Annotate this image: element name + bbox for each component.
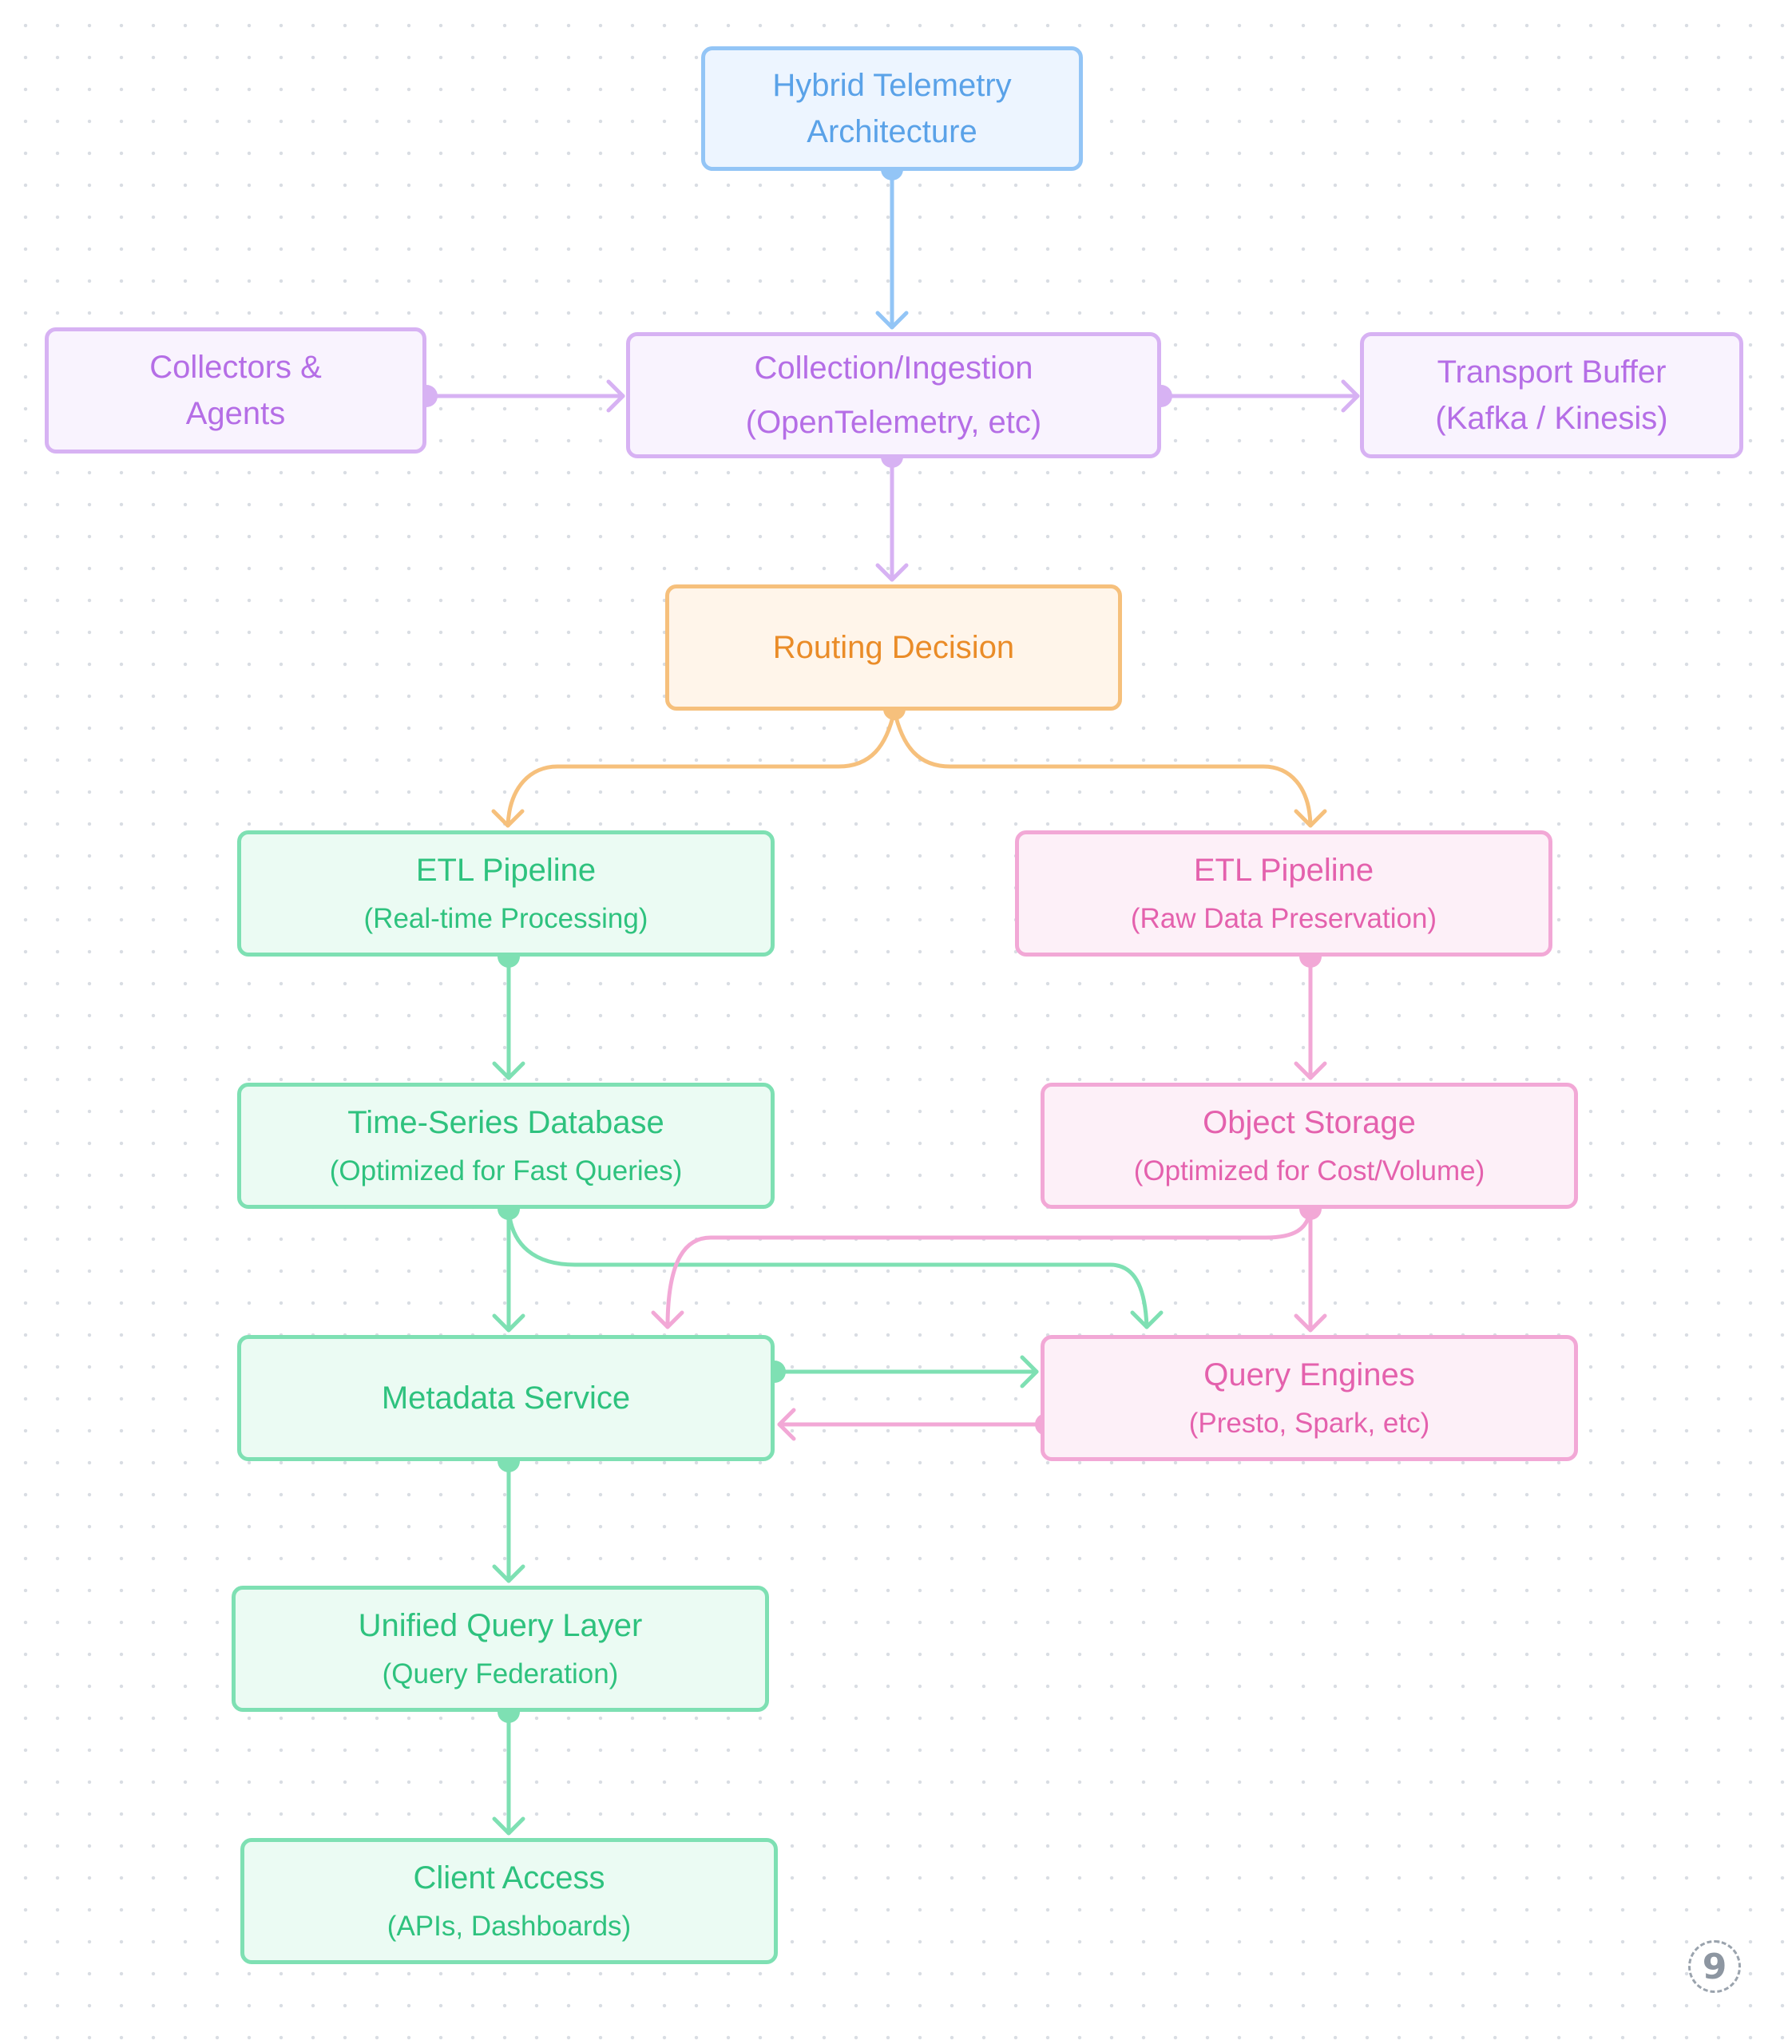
edge-metadata-to-unified [492,1459,525,1583]
node-collectors-agents[interactable]: Collectors & Agents [45,327,426,454]
node-subtitle: Architecture [807,114,977,149]
node-etl-pipeline-raw[interactable]: ETL Pipeline (Raw Data Preservation) [1015,830,1552,957]
edge-object-storage-to-query-engines [1294,1206,1327,1333]
node-title: Collectors & [149,350,322,385]
edge-collectors-to-ingestion [424,379,625,413]
node-title: ETL Pipeline [415,853,597,888]
edge-ingestion-to-routing [875,456,909,582]
edge-metadata-to-query-engines [772,1355,1039,1388]
node-unified-query-layer[interactable]: Unified Query Layer (Query Federation) [232,1586,769,1712]
node-subtitle: (Query Federation) [382,1658,619,1689]
node-subtitle: (APIs, Dashboards) [387,1911,632,1942]
node-etl-pipeline-realtime[interactable]: ETL Pipeline (Real-time Processing) [237,830,775,957]
edge-query-engines-to-metadata [777,1408,1049,1441]
node-subtitle: Agents [185,396,286,431]
node-subtitle: (Kafka / Kinesis) [1435,401,1668,436]
node-subtitle: (Optimized for Fast Queries) [329,1155,683,1186]
node-time-series-database[interactable]: Time-Series Database (Optimized for Fast… [237,1083,775,1209]
node-title: Object Storage [1203,1105,1416,1140]
node-subtitle: (Raw Data Preservation) [1130,903,1437,934]
edge-object-storage-to-metadata [651,1206,1313,1329]
node-title: Query Engines [1203,1357,1415,1392]
node-hybrid-telemetry-architecture[interactable]: Hybrid Telemetry Architecture [701,46,1083,171]
node-title: Unified Query Layer [358,1608,643,1643]
edge-routing-to-etl-realtime [491,708,897,828]
node-subtitle: (Optimized for Cost/Volume) [1133,1155,1485,1186]
edge-unified-to-client [492,1709,525,1836]
node-metadata-service[interactable]: Metadata Service [237,1335,775,1461]
node-subtitle: (Presto, Spark, etc) [1188,1408,1430,1439]
page-number-badge: 9 [1688,1940,1741,1993]
node-transport-buffer[interactable]: Transport Buffer (Kafka / Kinesis) [1360,332,1743,458]
node-object-storage[interactable]: Object Storage (Optimized for Cost/Volum… [1041,1083,1578,1209]
node-title: ETL Pipeline [1193,853,1374,888]
node-title: Metadata Service [381,1380,631,1416]
node-title: Hybrid Telemetry [772,68,1012,103]
node-collection-ingestion[interactable]: Collection/Ingestion (OpenTelemetry, etc… [626,332,1161,458]
node-title: Transport Buffer [1437,355,1667,390]
edge-tsdb-to-query-engines [506,1206,1164,1329]
edge-ingestion-to-transport [1159,379,1360,413]
node-query-engines[interactable]: Query Engines (Presto, Spark, etc) [1041,1335,1578,1461]
node-title: Collection/Ingestion [754,351,1033,386]
edge-tsdb-to-metadata [492,1206,525,1333]
edge-hybrid-to-ingestion [875,168,909,330]
node-client-access[interactable]: Client Access (APIs, Dashboards) [240,1838,778,1964]
node-subtitle: (OpenTelemetry, etc) [745,405,1042,440]
node-subtitle: (Real-time Processing) [363,903,648,934]
edge-etl-realtime-to-tsdb [492,954,525,1080]
node-routing-decision[interactable]: Routing Decision [665,584,1122,711]
node-title: Time-Series Database [347,1105,664,1140]
node-title: Client Access [413,1860,605,1895]
node-title: Routing Decision [772,630,1015,665]
edge-routing-to-etl-raw [892,708,1327,828]
edge-etl-raw-to-object-storage [1294,954,1327,1080]
